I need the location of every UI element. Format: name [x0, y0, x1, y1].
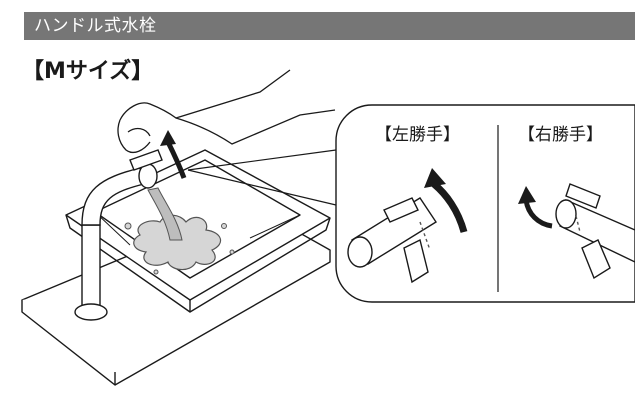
left-hand-label: 【左勝手】 [375, 125, 460, 145]
right-hand-label: 【右勝手】 [518, 125, 603, 145]
left-hand-faucet [347, 197, 437, 284]
up-arrow-icon [160, 130, 187, 179]
right-hand-faucet [555, 183, 635, 280]
section-header-bar: ハンドル式水栓 [24, 12, 635, 40]
left-arrow-icon [424, 168, 468, 233]
section-title: ハンドル式水栓 [34, 16, 157, 36]
callout-pointer [187, 149, 337, 206]
hand-illustration [117, 69, 336, 154]
size-label: 【Mサイズ】 [22, 59, 154, 84]
water-splash [124, 187, 235, 275]
faucet-body [74, 149, 163, 321]
right-arrow-icon [518, 186, 553, 229]
